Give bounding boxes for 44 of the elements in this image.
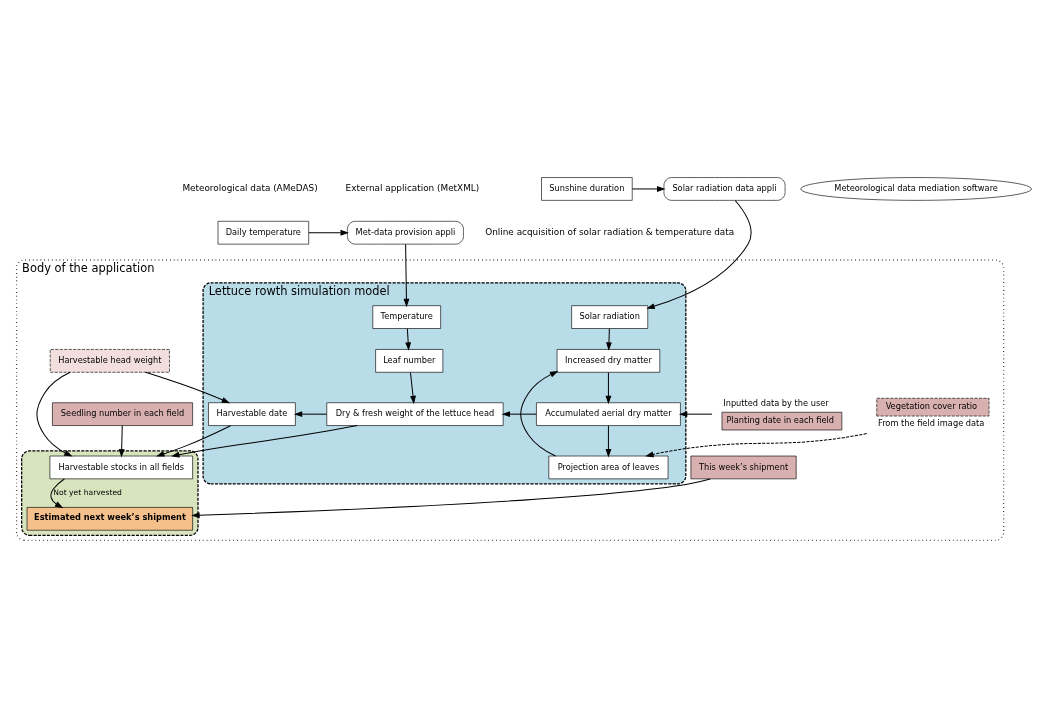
arrow bbox=[293, 410, 328, 417]
node-box: Temperature bbox=[372, 304, 441, 329]
arrow bbox=[118, 424, 125, 457]
node-box: Met-data provision appli bbox=[347, 220, 464, 244]
arrow bbox=[403, 243, 410, 307]
node-box: Harvestable stocks in all fields bbox=[49, 455, 193, 479]
arrow bbox=[501, 410, 537, 417]
node-box: Harvestable date bbox=[208, 401, 296, 426]
arrow bbox=[171, 424, 358, 458]
node-box: Seedling number in each field bbox=[52, 401, 193, 426]
arrow bbox=[308, 229, 349, 236]
arrow bbox=[631, 185, 666, 192]
arrow bbox=[646, 199, 752, 309]
arrow bbox=[645, 432, 868, 457]
node-label: Inputted data by the user bbox=[723, 397, 829, 408]
node-box: Harvestable head weight bbox=[49, 348, 170, 373]
arrow bbox=[36, 371, 73, 457]
arrow bbox=[605, 424, 612, 457]
node-box: Dry & fresh weight of the lettuce head bbox=[326, 401, 504, 426]
arrow bbox=[145, 371, 231, 403]
label: External application (MetXML) bbox=[345, 182, 480, 193]
label: Meteorological data (AMeDAS) bbox=[182, 182, 318, 193]
arrow bbox=[678, 410, 713, 417]
arrow bbox=[606, 327, 612, 351]
node-box: Increased dry matter bbox=[556, 348, 661, 373]
arrow bbox=[605, 371, 612, 404]
node-box: Daily temperature bbox=[217, 220, 309, 244]
node-label: From the field image data bbox=[878, 417, 985, 428]
arrow bbox=[520, 370, 559, 456]
node-box: Sunshine duration bbox=[541, 176, 633, 201]
node-box: Accumulated aerial dry matter bbox=[536, 401, 681, 426]
arrow bbox=[156, 424, 232, 457]
node-box: This week’s shipment bbox=[690, 455, 797, 479]
node-box: Estimated next week’s shipment bbox=[26, 506, 193, 531]
node-box: Leaf number bbox=[375, 348, 444, 373]
node-box: Projection area of leaves bbox=[548, 455, 669, 479]
arrow bbox=[405, 327, 412, 351]
node-box: Solar radiation bbox=[571, 304, 649, 329]
arrow bbox=[50, 477, 65, 508]
arrow bbox=[409, 371, 416, 404]
arrow bbox=[191, 477, 711, 518]
label: Online acquisition of solar radiation & temperature data bbox=[485, 226, 735, 237]
node-box: Solar radiation data appli bbox=[663, 176, 786, 201]
node-ellipse: Meteorological data mediation software bbox=[800, 176, 1032, 201]
